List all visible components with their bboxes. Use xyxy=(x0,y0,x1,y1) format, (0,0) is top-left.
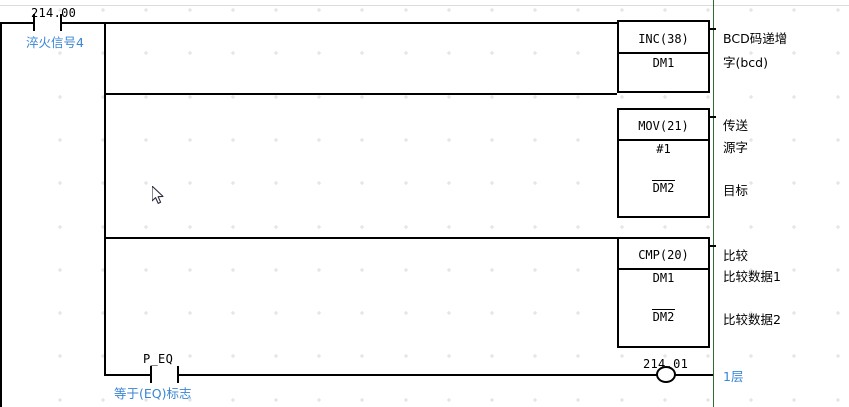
instruction-operand-mov-1: #1 xyxy=(656,142,671,156)
contact-bar-left xyxy=(150,366,152,383)
annotation-cmp-operand-1: 比较数据1 xyxy=(723,269,781,284)
block-divider xyxy=(619,268,708,270)
instruction-opcode-inc: INC(38) xyxy=(638,32,689,46)
rung-separator-top xyxy=(0,5,849,6)
block-divider xyxy=(619,52,708,54)
rung-wire-branch-cmp xyxy=(104,237,617,239)
instruction-opcode-mov: MOV(21) xyxy=(638,119,689,133)
rung-wire-main-top xyxy=(0,22,33,24)
branch-vertical-rail xyxy=(104,22,106,375)
instruction-opcode-cmp: CMP(20) xyxy=(638,248,689,262)
operand-text: DM2 xyxy=(651,309,676,324)
contact-address-p-eq: P_EQ xyxy=(143,352,174,366)
contact-comment-p-eq: 等于(EQ)标志 xyxy=(114,386,192,401)
coil-comment-214-01: 1层 xyxy=(723,369,744,384)
contact-address-214-00: 214.00 xyxy=(31,6,77,20)
coil-address-214-01: 214.01 xyxy=(643,357,689,371)
annotation-inc-operand-1: 字(bcd) xyxy=(723,55,768,70)
instruction-operand-cmp-2: DM2 xyxy=(619,309,708,325)
contact-comment-214-00: 淬火信号4 xyxy=(26,35,84,50)
rung-wire-coil-mid xyxy=(178,374,657,376)
left-power-rail-top xyxy=(0,22,2,407)
section-rail-green xyxy=(713,0,714,407)
block-output-stub-cmp xyxy=(708,245,716,247)
block-output-stub-mov xyxy=(708,116,716,118)
block-divider xyxy=(619,139,708,141)
contact-bar-right xyxy=(60,14,62,31)
instruction-operand-mov-2: DM2 xyxy=(619,180,708,196)
annotation-cmp-title: 比较 xyxy=(723,248,749,263)
instruction-operand-inc-1: DM1 xyxy=(652,56,675,70)
contact-p-eq[interactable] xyxy=(150,366,179,383)
rung-wire-branch-mov xyxy=(104,93,617,95)
instruction-block-inc[interactable]: INC(38) DM1 xyxy=(617,20,710,93)
block-output-stub-inc xyxy=(708,28,716,30)
contact-bar-left xyxy=(33,14,35,31)
annotation-mov-operand-1: 源字 xyxy=(723,140,749,155)
annotation-mov-title: 传送 xyxy=(723,118,749,133)
rung-wire-after-contact xyxy=(62,22,617,24)
mouse-cursor xyxy=(152,186,164,204)
rung-wire-coil-left xyxy=(104,374,151,376)
annotation-mov-operand-2: 目标 xyxy=(723,183,749,198)
instruction-operand-cmp-1: DM1 xyxy=(652,271,675,285)
operand-text: DM2 xyxy=(651,180,676,195)
contact-214-00[interactable] xyxy=(33,14,62,31)
rung-wire-coil-right xyxy=(675,374,713,376)
instruction-block-cmp[interactable]: CMP(20) DM1 DM2 xyxy=(617,237,710,348)
instruction-block-mov[interactable]: MOV(21) #1 DM2 xyxy=(617,108,710,218)
annotation-cmp-operand-2: 比较数据2 xyxy=(723,312,781,327)
annotation-inc-title: BCD码递增 xyxy=(723,31,788,46)
